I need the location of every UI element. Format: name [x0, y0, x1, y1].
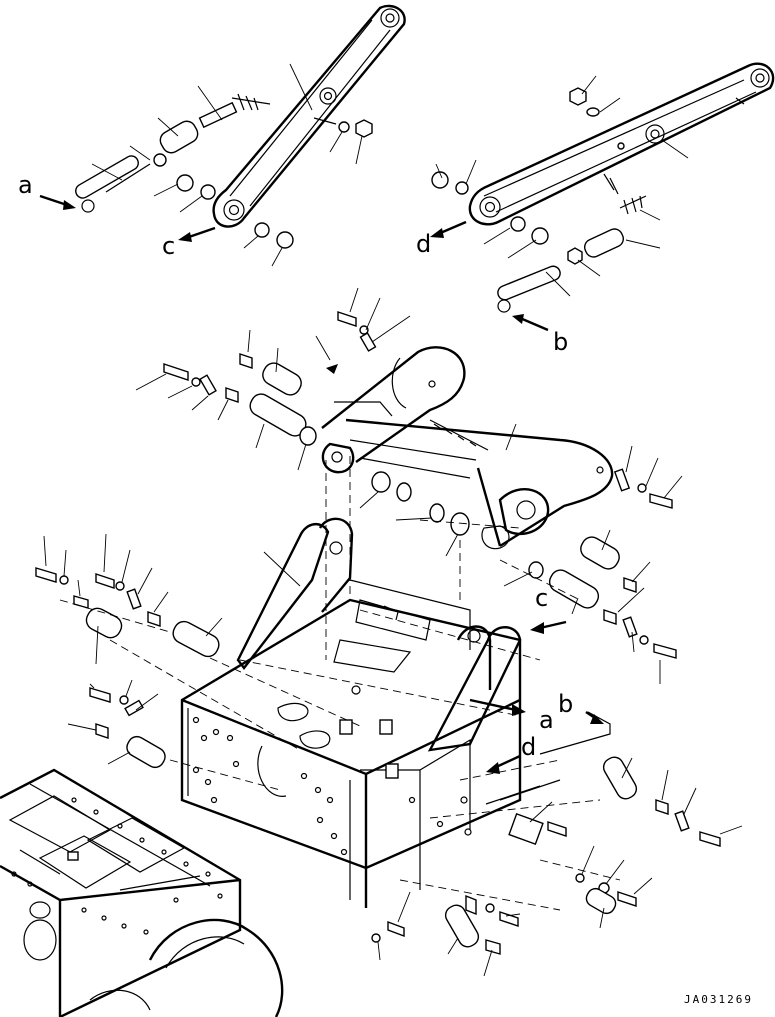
- main-frame-holes: [11, 797, 223, 935]
- left-lift-arm: [212, 4, 406, 228]
- alignment-dash-lines: [59, 456, 621, 911]
- upper-bracket: [321, 346, 614, 550]
- lower-pins: [35, 567, 721, 955]
- lower-frame-holes: [192, 716, 472, 856]
- lower-leader-lines: [43, 533, 743, 977]
- drawing-code: JA031269: [684, 993, 753, 1006]
- reference-arrows: [469, 620, 611, 774]
- ref-label-b-top: b: [553, 328, 568, 356]
- ref-label-d-bottom: d: [521, 733, 536, 761]
- right-lift-arm: [468, 62, 775, 226]
- ref-label-a-top: a: [18, 171, 33, 199]
- ref-label-d-top: d: [416, 230, 431, 258]
- left-arm-leader-lines: [39, 63, 363, 267]
- side-links: [236, 517, 522, 752]
- ref-label-c-top: c: [162, 232, 175, 260]
- left-arm-small-parts: [75, 93, 373, 249]
- ref-label-b-bottom: b: [558, 690, 573, 718]
- right-arm-small-parts: [431, 87, 647, 313]
- upper-bracket-leader-lines: [135, 287, 683, 684]
- ref-label-a-bottom: a: [539, 706, 554, 734]
- lower-frame-box: [180, 598, 522, 908]
- upper-bracket-pins: [163, 311, 677, 659]
- ref-label-c-bottom: c: [535, 584, 548, 612]
- main-frame: [0, 768, 284, 1017]
- right-arm-leader-lines: [430, 75, 689, 332]
